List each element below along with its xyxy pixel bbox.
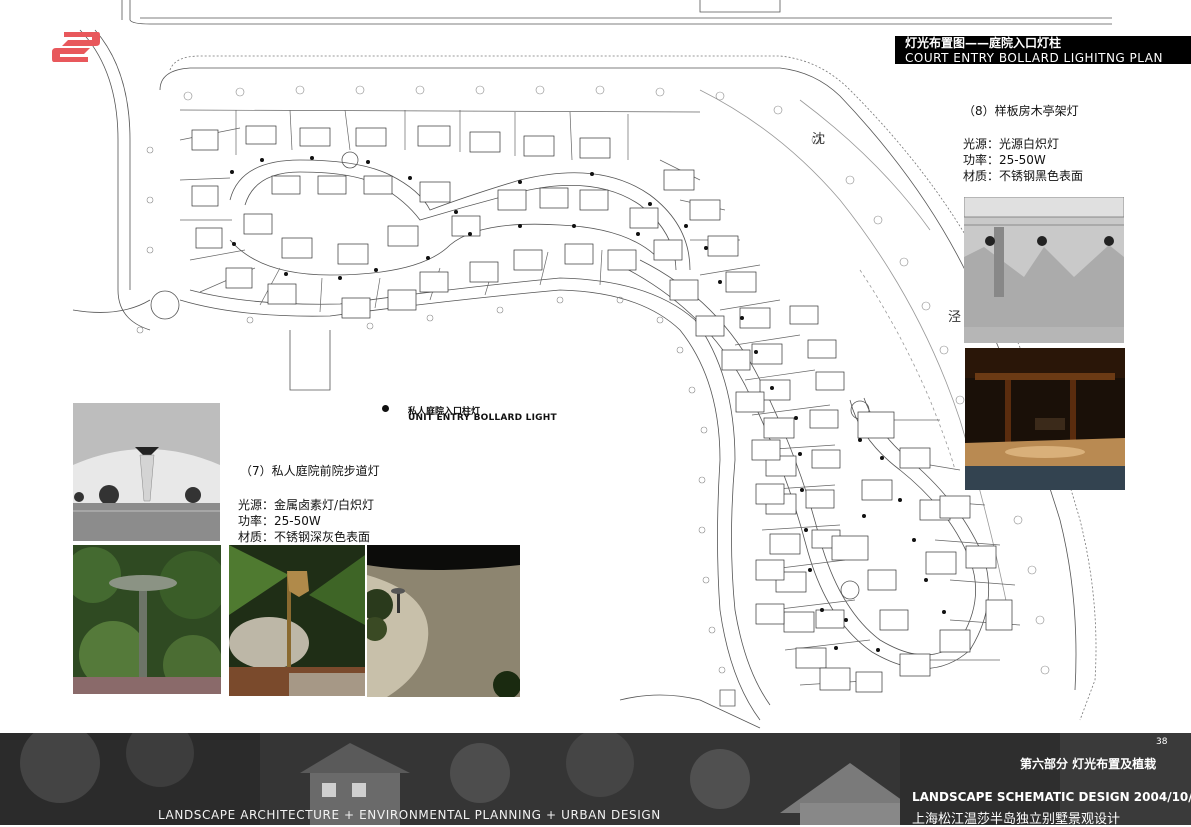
- project-name: 上海松江温莎半岛独立别墅景观设计: [912, 812, 1121, 827]
- spec8-material: 材质：不锈钢黑色表面: [963, 169, 1084, 183]
- spec7-source: 光源：金属卤素灯/白炽灯: [238, 498, 375, 512]
- legend-label-cn: 私人庭院入口柱灯: [408, 407, 481, 417]
- pavilion-light-elevation: [964, 197, 1124, 343]
- mushroom-bollard-photo: [73, 545, 221, 694]
- footer-photo-strip: [0, 733, 1191, 825]
- legend-label-en: UNIT ENTRY BOLLARD LIGHT: [408, 413, 557, 423]
- spec7-power: 功率：25-50W: [238, 514, 321, 528]
- lantern-bollard-photo: [229, 545, 365, 696]
- plan-title-en: COURT ENTRY BOLLARD LIGHITNG PLAN: [905, 51, 1163, 65]
- plan-title-cn: 灯光布置图——庭院入口灯柱: [905, 36, 1062, 50]
- bollard-legend-dot: [382, 405, 389, 412]
- page-number: 38: [1156, 737, 1168, 747]
- section-title: 第六部分 灯光布置及植栽: [1020, 757, 1157, 771]
- spec8-source: 光源：光源白炽灯: [963, 137, 1060, 151]
- spec8-power: 功率：25-50W: [963, 153, 1046, 167]
- bollard-light-elevation: [73, 403, 220, 541]
- path-light-night-photo: [367, 545, 520, 697]
- spec7-material: 材质：不锈钢深灰色表面: [238, 530, 371, 544]
- spec7-heading: （7）私人庭院前院步道灯: [240, 464, 380, 478]
- spec8-heading: （8）样板房木亭架灯: [963, 104, 1079, 118]
- road-label-jing: 泾: [948, 310, 962, 325]
- footer-band: [0, 733, 1191, 825]
- pavilion-night-photo: [965, 348, 1125, 490]
- disciplines-line: LANDSCAPE ARCHITECTURE + ENVIRONMENTAL P…: [158, 808, 661, 822]
- title-block: [895, 36, 1191, 64]
- design-stage-date: LANDSCAPE SCHEMATIC DESIGN 2004/10/18: [912, 790, 1191, 804]
- road-label-shen: 沈: [812, 132, 826, 147]
- brand-logo-icon: [52, 32, 100, 62]
